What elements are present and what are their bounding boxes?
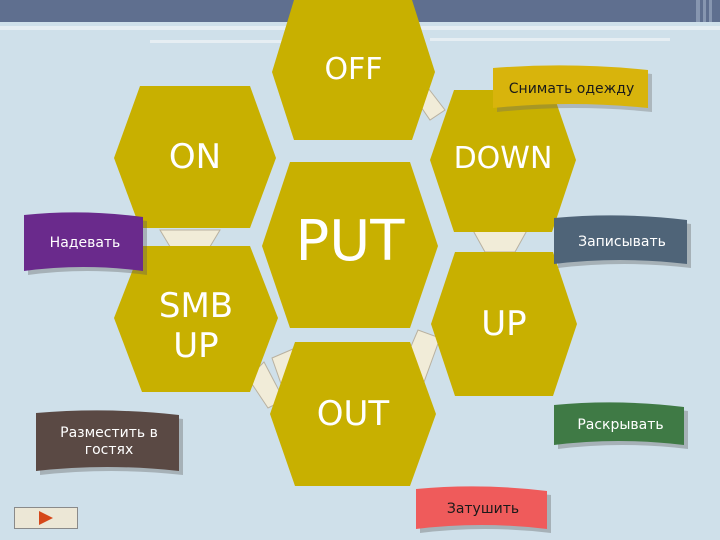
hex-out — [270, 342, 436, 486]
flag-smb-up-text: Разместить в гостях — [60, 425, 158, 458]
flag-smb-up-translation: Разместить в гостях — [34, 408, 184, 476]
hex-label-out: OUT — [316, 394, 390, 434]
hex-label-up: UP — [481, 304, 527, 344]
hex-label-smb-up: SMB UP — [158, 286, 234, 366]
center-hex-label: PUT — [295, 209, 405, 274]
hex-on — [114, 86, 276, 228]
hex-label-off: OFF — [324, 52, 383, 87]
hex-label-down: DOWN — [453, 141, 553, 176]
flag-on-text: Надевать — [49, 234, 121, 251]
flag-down-text: Записывать — [578, 233, 666, 250]
hex-off — [272, 0, 435, 140]
flag-up-text: Раскрывать — [577, 416, 664, 433]
next-slide-button[interactable] — [14, 507, 78, 529]
play-triangle-icon — [39, 511, 53, 525]
hexagons — [114, 0, 577, 486]
flag-on-translation: Надевать — [22, 210, 148, 276]
flag-off-translation: Снимать одежду — [490, 62, 653, 116]
flag-up-translation: Раскрывать — [552, 400, 689, 450]
flag-off-text: Снимать одежду — [508, 80, 635, 97]
hex-smb-up — [114, 246, 278, 392]
flag-out-translation: Затушить — [414, 484, 552, 534]
flag-out-text: Затушить — [446, 500, 520, 517]
hex-label-on: ON — [168, 137, 222, 177]
hex-up — [431, 252, 577, 396]
flag-down-translation: Записывать — [552, 213, 692, 271]
hex-center — [262, 162, 438, 328]
hex-down — [430, 90, 576, 232]
